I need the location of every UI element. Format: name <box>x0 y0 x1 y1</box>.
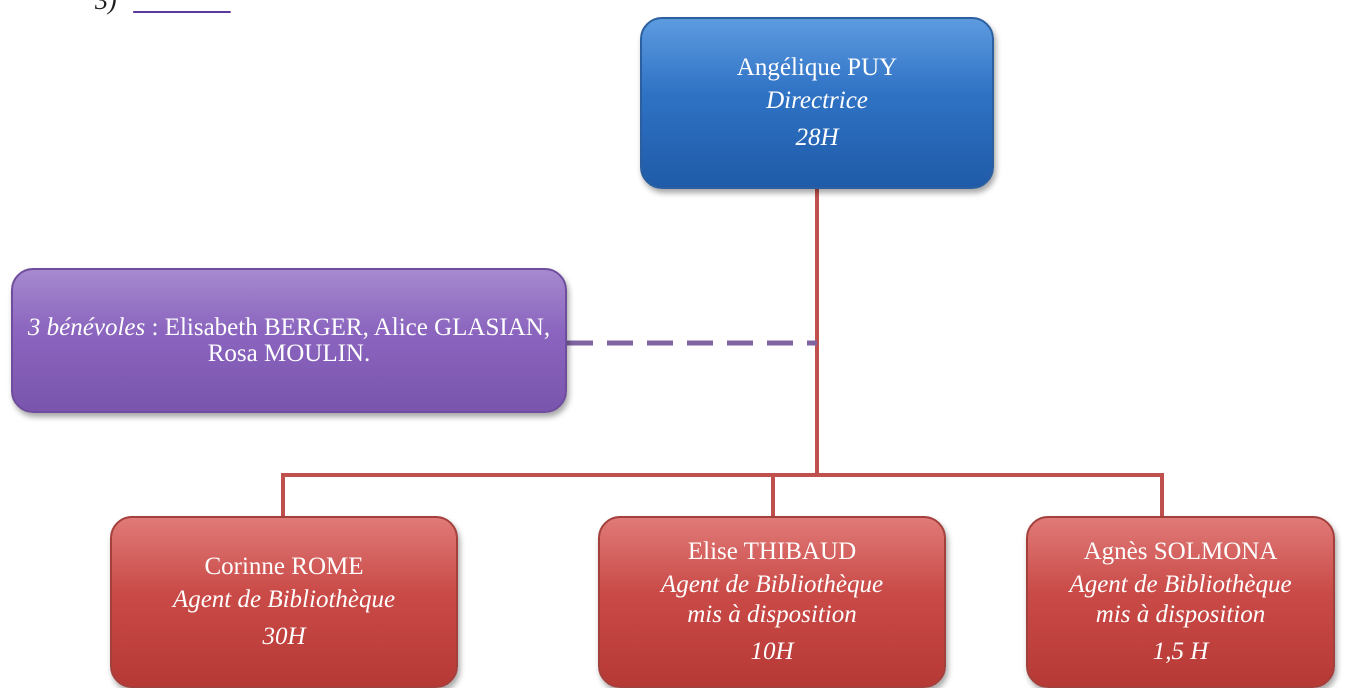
director-name: Angélique PUY <box>736 54 898 81</box>
staff-name: Elise THIBAUD <box>687 538 857 565</box>
staff-hours: 10H <box>750 638 794 665</box>
director-box: Angélique PUY Directrice 28H <box>640 17 994 189</box>
staff-name: Corinne ROME <box>204 553 364 580</box>
staff-hours: 1,5 H <box>1152 638 1209 665</box>
staff-hours: 30H <box>262 623 306 650</box>
volunteers-label: 3 bénévoles <box>27 313 146 341</box>
staff-role: Agent de Bibliothèque mis à disposition <box>660 571 884 628</box>
staff-box-1: Corinne ROME Agent de Bibliothèque 30H <box>110 516 458 688</box>
director-role: Directrice <box>766 87 868 114</box>
volunteers-box: 3 bénévoles : Elisabeth BERGER, Alice GL… <box>11 268 567 413</box>
section-heading: 3) <box>95 0 231 16</box>
staff-role: Agent de Bibliothèque mis à disposition <box>1069 571 1292 628</box>
staff-role: Agent de Bibliothèque <box>172 586 396 613</box>
staff-box-3: Agnès SOLMONA Agent de Bibliothèque mis … <box>1026 516 1335 688</box>
staff-box-2: Elise THIBAUD Agent de Bibliothèque mis … <box>598 516 946 688</box>
volunteers-names: Elisabeth BERGER, Alice GLASIAN, Rosa MO… <box>164 313 551 367</box>
volunteers-text: 3 bénévoles : Elisabeth BERGER, Alice GL… <box>13 313 565 367</box>
section-number: 3) <box>95 0 117 15</box>
director-hours: 28H <box>795 124 839 151</box>
staff-name: Agnès SOLMONA <box>1083 538 1278 565</box>
volunteers-separator: : <box>145 313 165 341</box>
